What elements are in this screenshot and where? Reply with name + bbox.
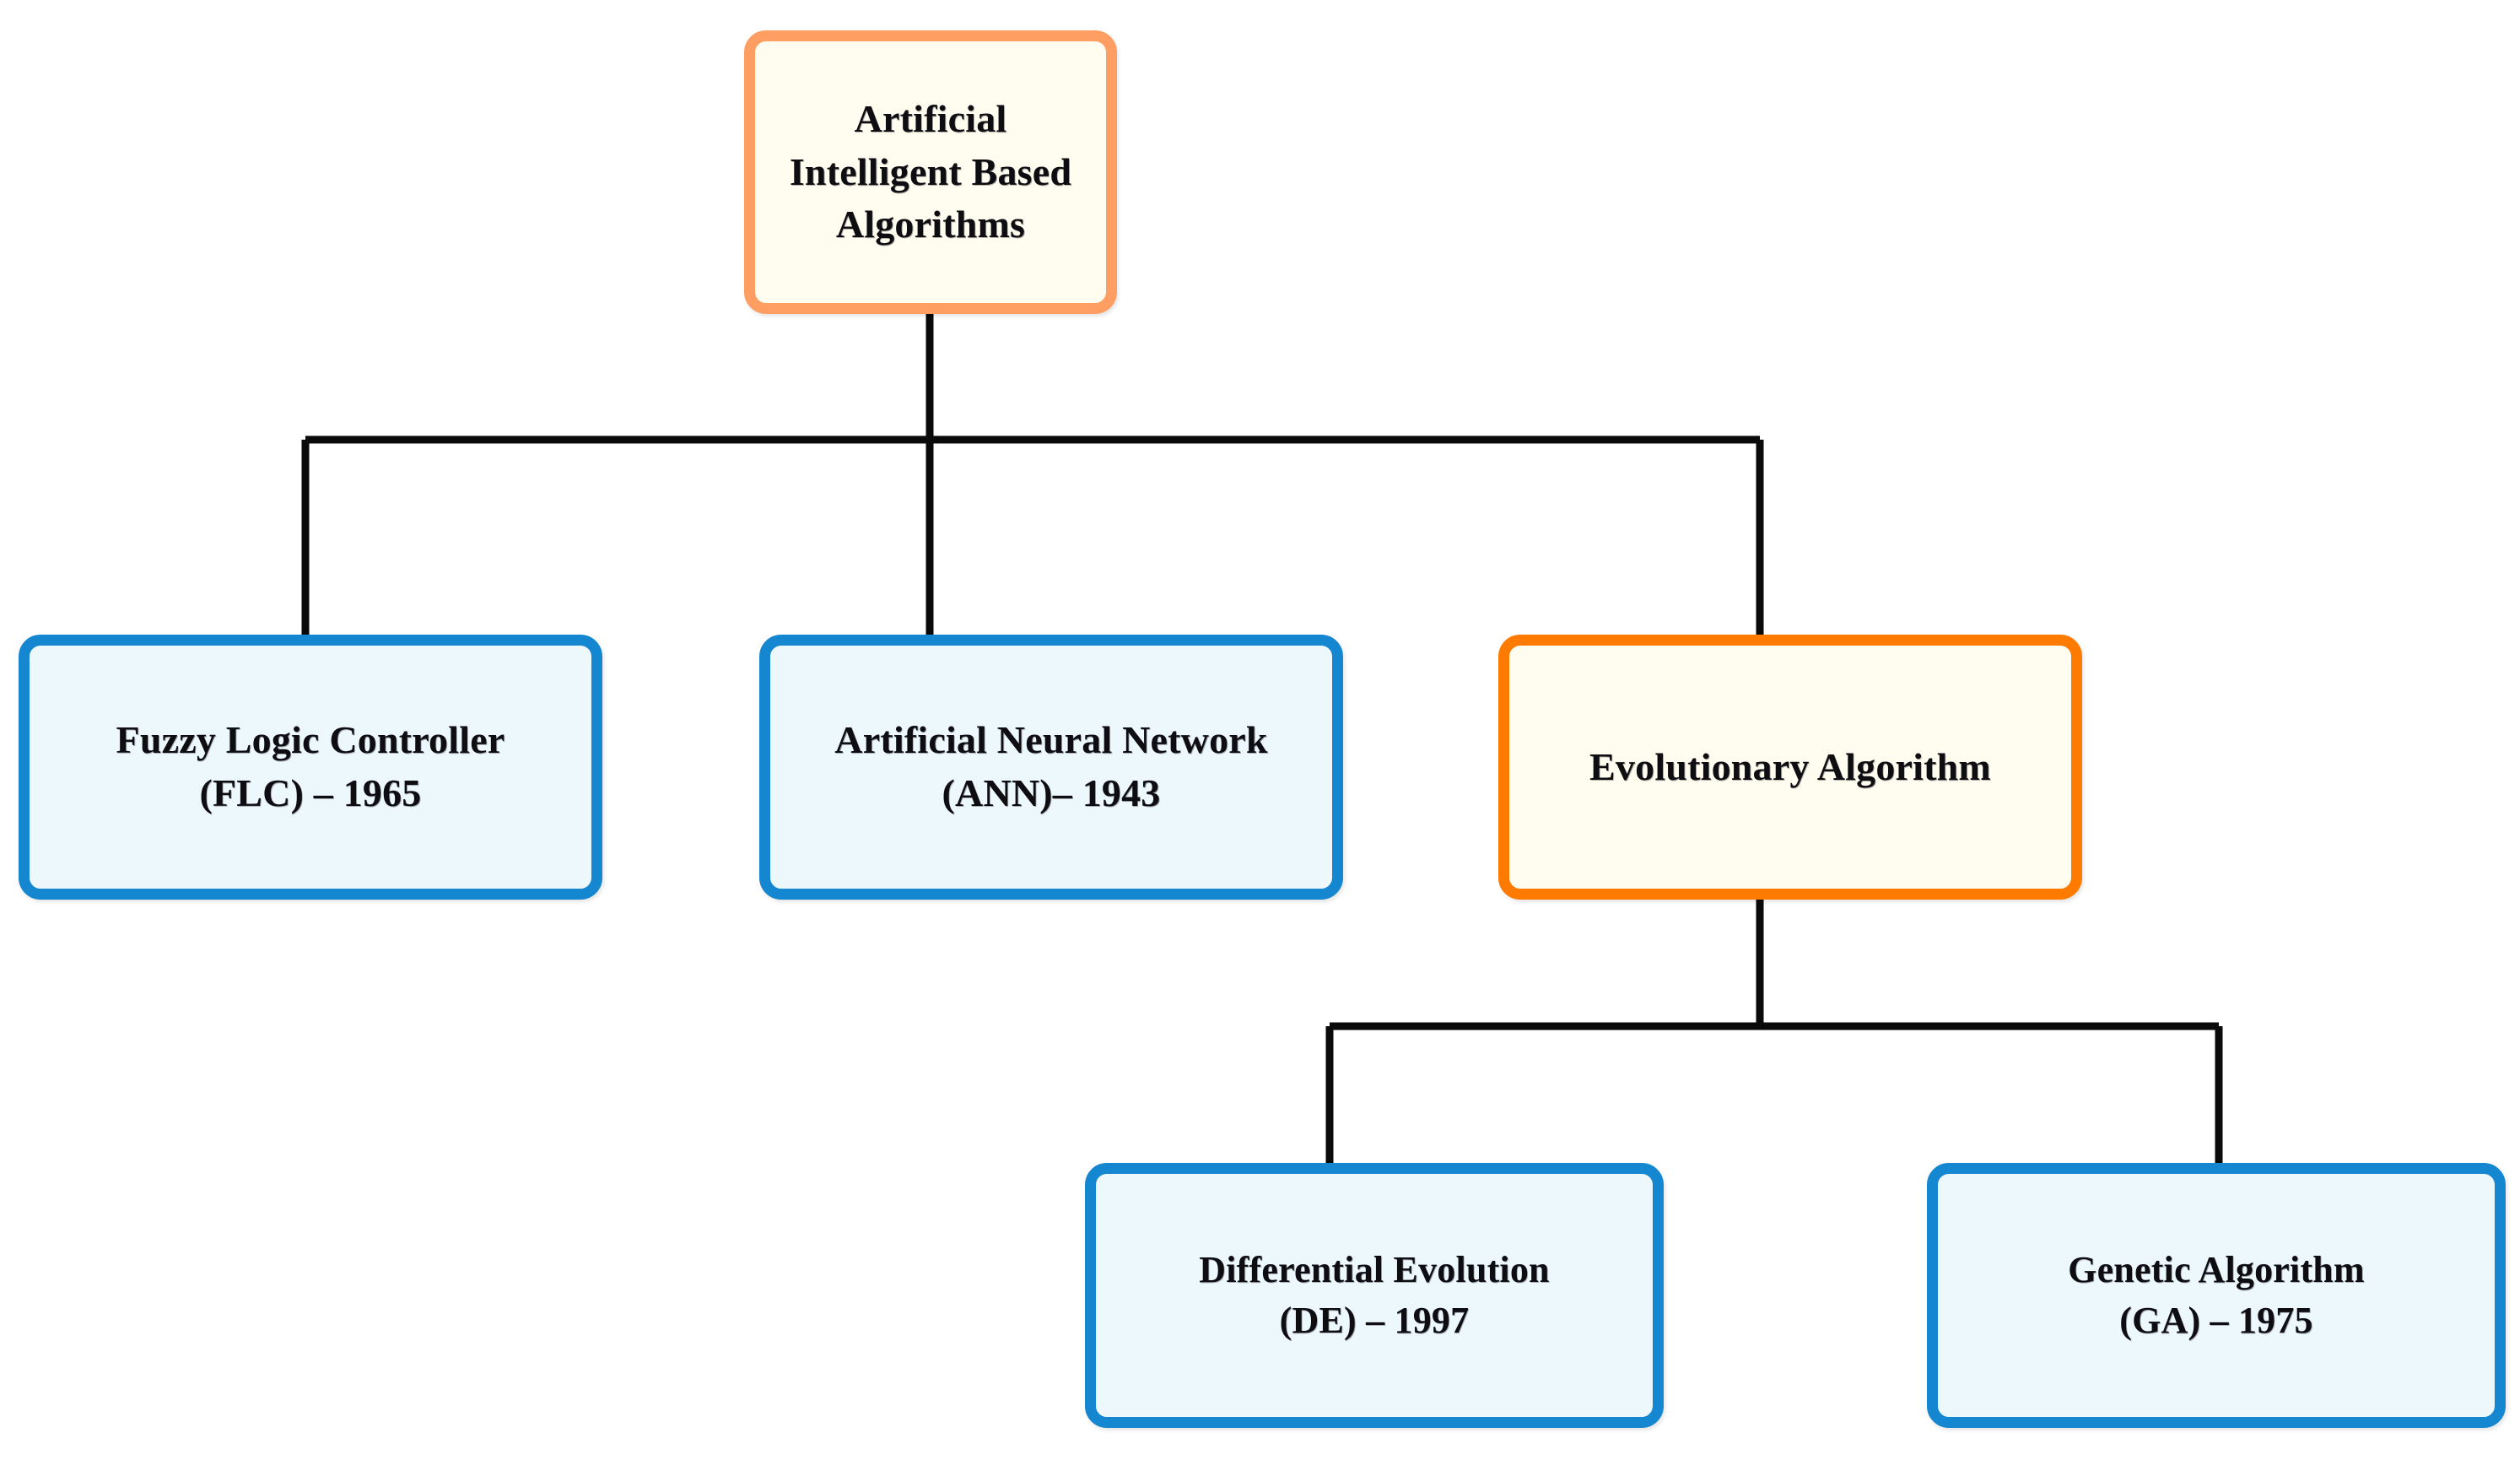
node-line1: Artificial Intelligent Based	[789, 97, 1072, 193]
node-fuzzy-logic-controller[interactable]: Fuzzy Logic Controller (FLC) – 1965	[19, 635, 602, 900]
node-line2: (GA) – 1975	[2119, 1300, 2313, 1341]
node-line2: (FLC) – 1965	[199, 771, 422, 814]
node-line1: Artificial Neural Network	[834, 718, 1268, 762]
node-label-genetic-algorithm: Genetic Algorithm (GA) – 1975	[1938, 1245, 2495, 1346]
node-label-fuzzy-logic-controller: Fuzzy Logic Controller (FLC) – 1965	[30, 714, 591, 819]
node-line1: Genetic Algorithm	[2068, 1249, 2365, 1291]
node-label-evolutionary-algorithm: Evolutionary Algorithm	[1509, 741, 2071, 794]
node-artificial-neural-network[interactable]: Artificial Neural Network (ANN)– 1943	[759, 635, 1343, 900]
node-evolutionary-algorithm[interactable]: Evolutionary Algorithm	[1498, 635, 2082, 900]
node-label-artificial-neural-network: Artificial Neural Network (ANN)– 1943	[770, 714, 1332, 819]
node-label-differential-evolution: Differential Evolution (DE) – 1997	[1096, 1245, 1653, 1346]
node-line1: Fuzzy Logic Controller	[116, 718, 505, 762]
node-line2: (DE) – 1997	[1279, 1300, 1470, 1341]
node-line2: Algorithms	[835, 203, 1026, 246]
node-genetic-algorithm[interactable]: Genetic Algorithm (GA) – 1975	[1927, 1163, 2506, 1428]
node-differential-evolution[interactable]: Differential Evolution (DE) – 1997	[1085, 1163, 1664, 1428]
node-line2: (ANN)– 1943	[942, 771, 1161, 814]
node-line1: Evolutionary Algorithm	[1589, 744, 1991, 788]
node-line1: Differential Evolution	[1199, 1249, 1550, 1291]
